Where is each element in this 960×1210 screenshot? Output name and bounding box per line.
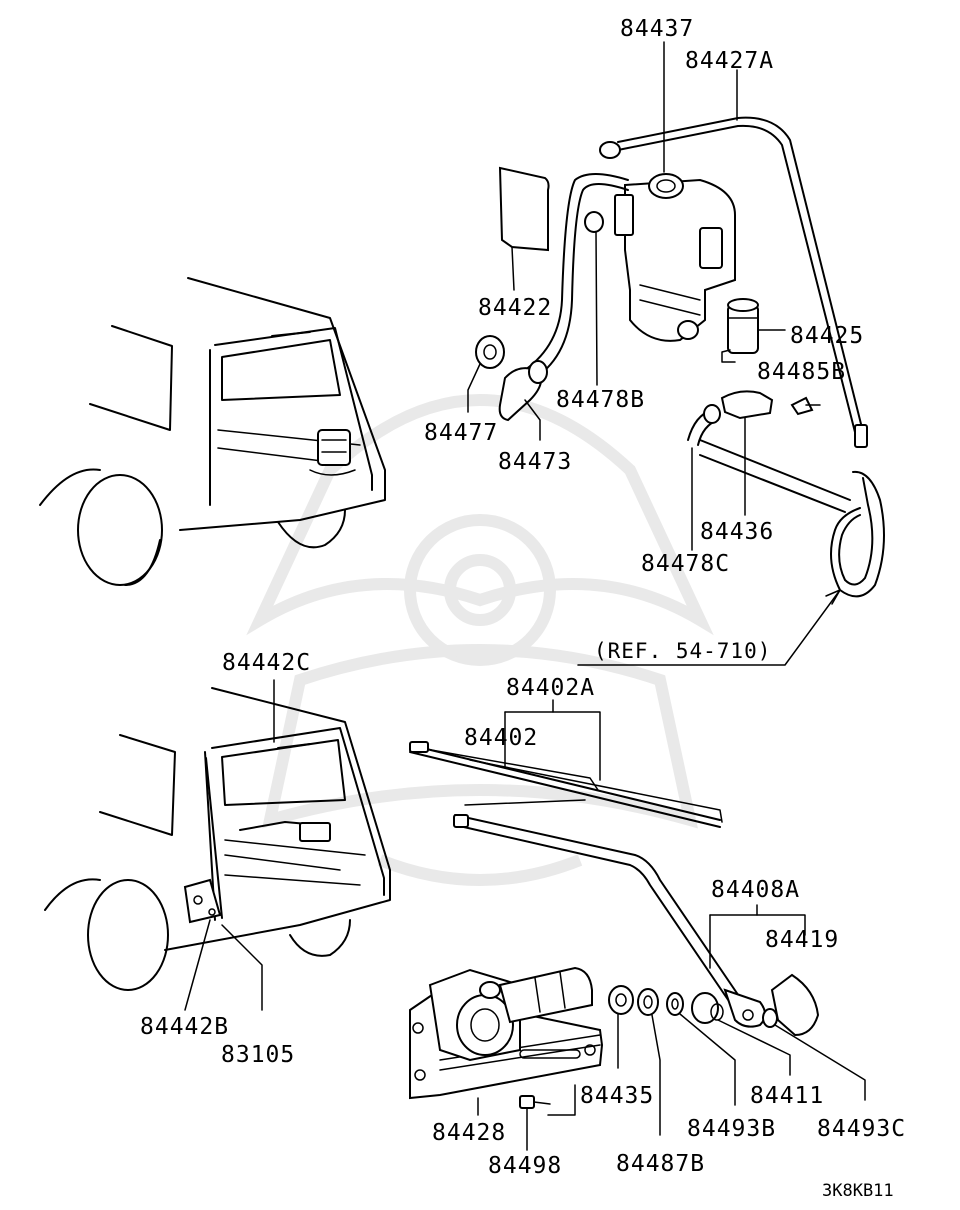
label-84478C: 84478C [641,551,730,577]
label-84435: 84435 [580,1083,654,1109]
bolt-icon [519,1095,551,1151]
label-84493B: 84493B [687,1116,776,1142]
label-84437: 84437 [620,16,694,42]
pump-bracket [720,390,774,516]
diagram-code: 3K8KB11 [822,1181,894,1201]
label-84493C: 84493C [817,1116,906,1142]
label-84411: 84411 [750,1083,824,1109]
washer-84435 [608,985,634,1069]
washer-84487B [637,988,661,1136]
vehicle-rear-top [39,277,386,586]
label-84485B: 84485B [757,359,846,385]
label-84442C: 84442C [222,650,311,676]
washer-pump [721,298,786,363]
wiper-motor [409,966,604,1116]
grommet-84477 [467,335,505,413]
label-84402: 84402 [464,725,538,751]
washer-tank [614,173,736,342]
washer-84493B [666,992,736,1106]
label-83105: 83105 [221,1042,295,1068]
label-84428: 84428 [432,1120,506,1146]
tank-cover-plate [498,166,550,291]
vehicle-rear-bottom [44,679,391,1011]
washer-hose-long [599,69,868,448]
washer-hose-short [498,173,629,422]
clip-icon [790,396,814,416]
washer-84493C [762,1008,866,1101]
label-84422: 84422 [478,295,552,321]
label-84473: 84473 [498,449,572,475]
label-84402A: 84402A [506,675,595,701]
label-84408A: 84408A [711,877,800,903]
hose-loop [699,439,885,598]
hose-84478C [687,404,721,551]
label-ref: (REF. 54-710) [594,639,771,663]
wiper-blade [409,699,723,828]
arm-cover-cap [770,973,820,1037]
label-84425: 84425 [790,323,864,349]
grommet-icon [584,211,604,233]
label-84427A: 84427A [685,48,774,74]
wiper-arm [453,799,806,1028]
label-84498: 84498 [488,1153,562,1179]
label-84419: 84419 [765,927,839,953]
label-84478B: 84478B [556,387,645,413]
label-84487B: 84487B [616,1151,705,1177]
nut-84411 [691,992,791,1076]
label-84442B: 84442B [140,1014,229,1040]
label-84436: 84436 [700,519,774,545]
label-84477: 84477 [424,420,498,446]
